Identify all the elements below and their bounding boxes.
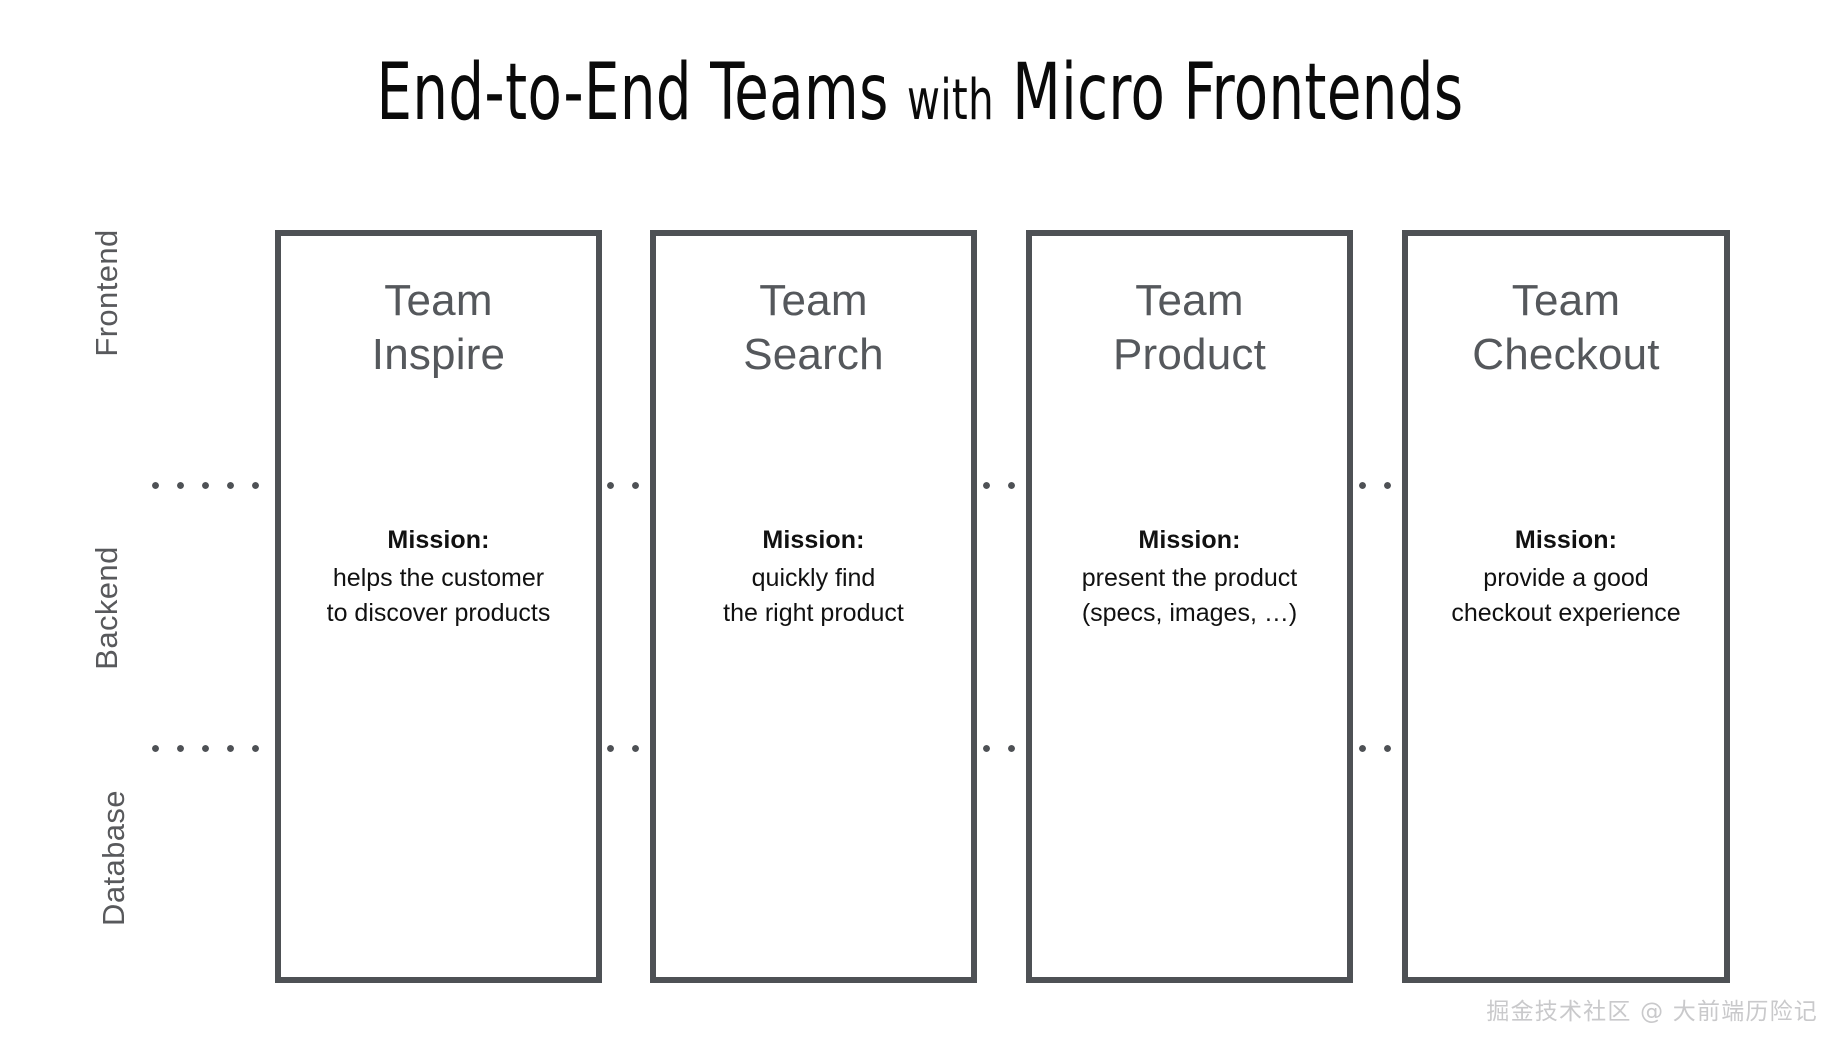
team-name: Team Inspire [281, 274, 596, 381]
dotted-segment [983, 744, 1025, 752]
team-name-prefix: Team [384, 276, 493, 325]
team-box-checkout[interactable]: Team Checkout Mission: provide a good ch… [1402, 230, 1730, 983]
title-segment-main-a: End-to-End Teams [376, 48, 907, 138]
team-box-product[interactable]: Team Product Mission: present the produc… [1026, 230, 1353, 983]
mission-line: provide a good [1483, 563, 1649, 592]
mission-line: checkout experience [1451, 599, 1681, 627]
dotted-segment [983, 481, 1025, 489]
title-segment-main-b: Micro Frontends [994, 48, 1464, 138]
team-box-search[interactable]: Team Search Mission: quickly find the ri… [650, 230, 977, 983]
mission-heading: Mission: [387, 526, 490, 554]
mission-block: Mission: present the product (specs, ima… [1032, 523, 1347, 632]
dotted-segment [152, 481, 280, 489]
team-name-prefix: Team [759, 276, 868, 325]
dotted-segment [152, 744, 280, 752]
mission-heading: Mission: [1514, 526, 1618, 554]
dotted-segment [607, 481, 649, 489]
team-name-value: Product [1112, 329, 1267, 379]
watermark: 掘金技术社区 @ 大前端历险记 [1486, 999, 1818, 1025]
page-title: End-to-End Teams with Micro Frontends [184, 48, 1656, 138]
team-name-value: Checkout [1472, 329, 1660, 379]
mission-block: Mission: helps the customer to discover … [281, 523, 596, 632]
team-name: Team Checkout [1408, 274, 1724, 381]
team-box-inspire[interactable]: Team Inspire Mission: helps the customer… [275, 230, 602, 983]
mission-line: quickly find [751, 563, 876, 592]
team-name-prefix: Team [1511, 276, 1621, 325]
dotted-segment [607, 744, 649, 752]
mission-line: to discover products [326, 599, 551, 627]
team-name: Team Product [1032, 274, 1347, 381]
mission-line: helps the customer [332, 563, 545, 592]
mission-heading: Mission: [1138, 526, 1241, 554]
mission-line: present the product [1081, 563, 1298, 592]
layer-label-database: Database [96, 790, 131, 926]
layer-label-backend: Backend [89, 546, 124, 670]
dotted-segment [1359, 481, 1401, 489]
team-name-prefix: Team [1135, 276, 1244, 325]
mission-block: Mission: provide a good checkout experie… [1408, 523, 1724, 632]
layer-label-frontend: Frontend [89, 229, 124, 357]
mission-line: the right product [723, 599, 904, 627]
title-segment-with: with [906, 68, 995, 133]
team-name: Team Search [656, 274, 971, 381]
mission-block: Mission: quickly find the right product [656, 523, 971, 632]
team-name-value: Search [743, 329, 884, 379]
dotted-segment [1359, 744, 1401, 752]
team-name-value: Inspire [371, 329, 506, 379]
mission-heading: Mission: [762, 526, 865, 554]
mission-line: (specs, images, …) [1081, 599, 1298, 627]
